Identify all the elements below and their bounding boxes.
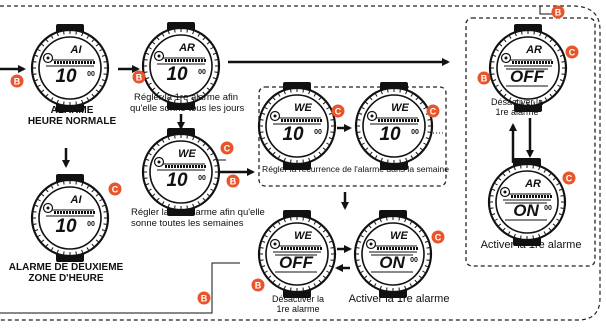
- b-button-icon: B: [197, 291, 211, 305]
- watch-side-digits: 00: [87, 221, 95, 228]
- svg-text:B: B: [255, 280, 262, 290]
- watch-side-digits: 00: [411, 129, 419, 136]
- watch-off_bottom: WE OFF: [257, 210, 337, 298]
- caption-deactivate-bottom-line1: Désactiver la: [271, 294, 325, 304]
- watch-top-label: AI: [70, 194, 83, 206]
- b-button-icon: B: [251, 278, 265, 292]
- caption-daily-line2: qu'elle sonne tous les jours: [130, 103, 245, 114]
- caption-alarm-second: ALARME DE DEUXIEME ZONE D'HEURE: [6, 262, 126, 284]
- svg-text:C: C: [569, 47, 576, 57]
- connector-return-left: [0, 262, 240, 314]
- caption-alarm-second-line2: ZONE D'HEURE: [28, 273, 104, 284]
- svg-text:C: C: [566, 173, 573, 183]
- watch-off_right: AR OFF: [488, 24, 568, 112]
- button-layer: B B B B B B B C C C C C C C: [10, 5, 579, 305]
- watch-side-digits: 00: [314, 129, 322, 136]
- svg-text:B: B: [230, 176, 237, 186]
- caption-alarm-normal: ALARME HEURE NORMALE: [24, 105, 120, 127]
- watch-top-label: AI: [70, 44, 83, 56]
- watch-rec1: WE 10 00: [257, 82, 337, 170]
- caption-deactivate-right-line2: 1re alarme: [495, 107, 539, 117]
- caption-alarm-normal-line2: HEURE NORMALE: [27, 116, 117, 127]
- svg-text:B: B: [481, 73, 488, 83]
- watch-top-label: WE: [390, 230, 408, 242]
- b-button-icon: B: [10, 74, 24, 88]
- svg-text:C: C: [335, 106, 342, 116]
- c-button-icon: C: [220, 141, 234, 155]
- b-button-icon: B: [226, 174, 240, 188]
- watch-main-digits: 10: [166, 64, 188, 85]
- c-button-icon: C: [426, 104, 440, 118]
- caption-deactivate-bottom-line2: 1re alarme: [276, 304, 320, 314]
- watch-top-label: WE: [294, 102, 312, 114]
- caption-alarm-normal-line1: ALARME: [50, 105, 94, 116]
- watch-top-label: AR: [178, 42, 195, 54]
- connector-top-b: [539, 6, 553, 15]
- caption-recurrence: Régler la récurrence de l'alarme dans la…: [262, 164, 449, 174]
- watch-rec2: WE 10 00: [354, 82, 434, 170]
- caption-daily: Régler la 1re alarme afin qu'elle sonne …: [130, 92, 245, 114]
- svg-text:B: B: [555, 7, 562, 17]
- watch-on_bottom: WE ON 00: [353, 210, 433, 298]
- watch-side-digits: 00: [544, 205, 552, 212]
- caption-weekly: Régler la 1re alarme afin qu'elle sonne …: [131, 207, 265, 229]
- caption-activate-right: Activer la 1re alarme: [480, 239, 582, 251]
- caption-deactivate-right: Désactiver la 1re alarme: [484, 97, 550, 117]
- caption-daily-line1: Régler la 1re alarme afin: [133, 92, 239, 103]
- b-button-icon: B: [477, 71, 491, 85]
- watch-main-digits: OFF: [279, 253, 314, 272]
- watch-side-digits: 00: [87, 71, 95, 78]
- caption-deactivate-bottom: Désactiver la 1re alarme: [268, 294, 328, 314]
- svg-text:C: C: [112, 184, 119, 194]
- watch-top-label: WE: [391, 102, 409, 114]
- watch-main-digits: 10: [166, 170, 188, 191]
- watch-second: AI 10 00: [30, 174, 110, 262]
- watch-top-label: WE: [294, 230, 312, 242]
- watch-top-label: WE: [178, 148, 196, 160]
- caption-activate-bottom: Activer la 1re alarme: [348, 293, 450, 305]
- watch-side-digits: 00: [410, 257, 418, 264]
- svg-text:C: C: [435, 232, 442, 242]
- outer-dashed-frame: [0, 5, 601, 321]
- c-button-icon: C: [331, 104, 345, 118]
- on-off-group-box: [465, 17, 596, 267]
- svg-text:C: C: [430, 106, 437, 116]
- watch-daily: AR 10 00: [141, 22, 221, 110]
- svg-text:B: B: [201, 293, 208, 303]
- watch-side-digits: 00: [198, 175, 206, 182]
- b-button-icon: B: [551, 5, 565, 19]
- svg-text:B: B: [136, 72, 143, 82]
- flow-arrows: [0, 58, 534, 272]
- watch-weekly: WE 10 00: [141, 128, 221, 216]
- caption-deactivate-right-line1: Désactiver la: [490, 97, 544, 107]
- watch-main-digits: OFF: [510, 67, 545, 86]
- c-button-icon: C: [565, 45, 579, 59]
- watch-main-digits: 10: [55, 66, 77, 87]
- caption-alarm-second-line1: ALARME DE DEUXIEME: [8, 262, 124, 273]
- b-button-icon: B: [132, 70, 146, 84]
- watch-normal: AI 10 00: [30, 24, 110, 112]
- watch-side-digits: 00: [198, 69, 206, 76]
- recurrence-group-box: [258, 86, 447, 187]
- caption-weekly-line1: Régler la 1re alarme afin qu'elle: [131, 207, 265, 218]
- watch-main-digits: ON: [379, 253, 405, 272]
- c-button-icon: C: [562, 171, 576, 185]
- svg-text:B: B: [14, 76, 21, 86]
- watch-top-label: AR: [525, 44, 542, 56]
- watch-main-digits: ON: [513, 201, 539, 220]
- svg-text:C: C: [224, 143, 231, 153]
- watch-main-digits: 10: [379, 124, 401, 145]
- c-button-icon: C: [431, 230, 445, 244]
- watch-top-label: AR: [524, 178, 541, 190]
- watch-main-digits: 10: [282, 124, 304, 145]
- watch-on_right: AR ON 00: [487, 158, 567, 246]
- caption-weekly-line2: sonne toutes les semaines: [131, 218, 244, 229]
- c-button-icon: C: [108, 182, 122, 196]
- watch-main-digits: 10: [55, 216, 77, 237]
